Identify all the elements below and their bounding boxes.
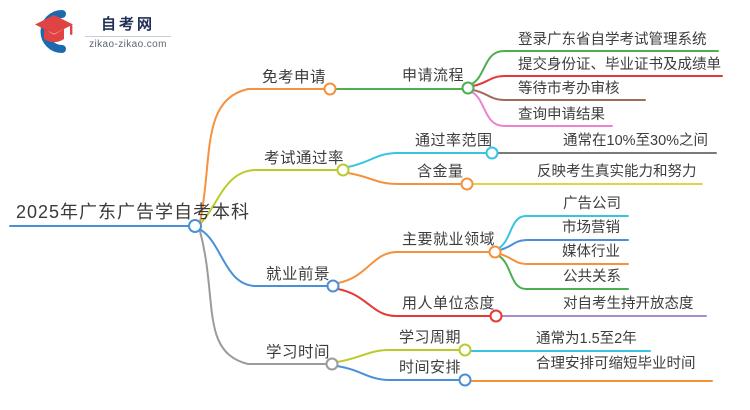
edge-fields-leaf-pr <box>498 255 629 290</box>
edge-root-to-exemption <box>199 88 325 223</box>
node-circle-fields <box>488 245 502 259</box>
edge-passrate-to-value <box>347 172 462 185</box>
node-fields-label: 主要就业领域 <box>402 231 496 248</box>
site-url: zikao-zikao.com <box>89 38 167 50</box>
leaf-submit-label: 提交身份证、毕业证书及成绩单 <box>518 57 721 73</box>
edge-fields-leaf-marketing <box>499 239 629 251</box>
node-circle-studytime <box>325 357 339 371</box>
node-circle-schedule <box>458 373 472 387</box>
edge-process-leaf-submit <box>472 75 723 87</box>
edge-employment-to-fields <box>337 251 490 284</box>
site-name: 自考网 <box>100 15 155 33</box>
edge-passrate-to-range <box>347 152 487 168</box>
leaf-range-value-label: 通常在10%至30%之间 <box>563 133 709 149</box>
site-logo[interactable]: 自考网 zikao-zikao.com <box>28 9 174 53</box>
edge-employment-to-attitude <box>337 288 491 317</box>
edge-studytime-to-schedule <box>336 365 460 381</box>
root-node-label: 2025年广东广告学自考本科 <box>16 202 251 222</box>
leaf-result-label: 查询申请结果 <box>518 107 605 123</box>
node-circle-process <box>461 81 475 95</box>
node-circle-root <box>188 219 202 233</box>
node-circle-employment <box>326 279 340 293</box>
edge-fields-leaf-adcompany <box>498 215 629 249</box>
leaf-wait-label: 等待市考办审核 <box>518 81 620 97</box>
leaf-login-label: 登录广东省自学考试管理系统 <box>518 32 707 48</box>
leaf-media-label: 媒体行业 <box>562 244 620 260</box>
edge-process-leaf-result <box>471 91 613 127</box>
node-attitude-label: 用人单位态度 <box>402 295 496 312</box>
node-range-label: 通过率范围 <box>415 132 493 149</box>
leaf-attitude-desc-label: 对自考生持开放态度 <box>563 296 694 312</box>
node-value-label: 含金量 <box>417 163 464 180</box>
leaf-adcompany-label: 广告公司 <box>563 196 621 212</box>
edge-root-to-studytime <box>199 230 327 365</box>
edge-process-leaf-login <box>471 50 719 85</box>
node-cycle-label: 学习周期 <box>399 329 462 346</box>
node-circle-attitude <box>489 309 503 323</box>
node-circle-cycle <box>458 343 472 357</box>
graduation-cap-logo-icon <box>35 10 73 53</box>
branch-studytime-label: 学习时间 <box>266 344 331 361</box>
node-circle-value <box>460 177 474 191</box>
edge-fields-leaf-media <box>499 253 629 265</box>
leaf-schedule-desc-label: 合理安排可缩短毕业时间 <box>536 356 696 372</box>
node-process-label: 申请流程 <box>402 67 465 84</box>
node-circle-passrate <box>336 163 350 177</box>
node-circle-exemption <box>323 82 337 96</box>
edge-root-to-employment <box>200 229 328 287</box>
logo-divider <box>85 35 171 37</box>
leaf-marketing-label: 市场营销 <box>562 220 620 236</box>
branch-passrate-label: 考试通过率 <box>264 150 345 167</box>
node-circle-range <box>485 146 499 160</box>
edge-studytime-to-cycle <box>336 349 460 363</box>
node-schedule-label: 时间安排 <box>399 359 462 376</box>
leaf-cycle-duration-label: 通常为1.5至2年 <box>536 331 637 347</box>
branch-employment-label: 就业前景 <box>266 266 331 283</box>
leaf-pr-label: 公共关系 <box>563 269 621 285</box>
edge-process-leaf-wait <box>472 89 646 101</box>
branch-exemption-label: 免考申请 <box>262 69 327 86</box>
leaf-value-desc-label: 反映考生真实能力和努力 <box>537 164 697 180</box>
edge-root-to-passrate <box>200 169 338 224</box>
logo-text-block: 自考网 zikao-zikao.com <box>82 13 174 50</box>
